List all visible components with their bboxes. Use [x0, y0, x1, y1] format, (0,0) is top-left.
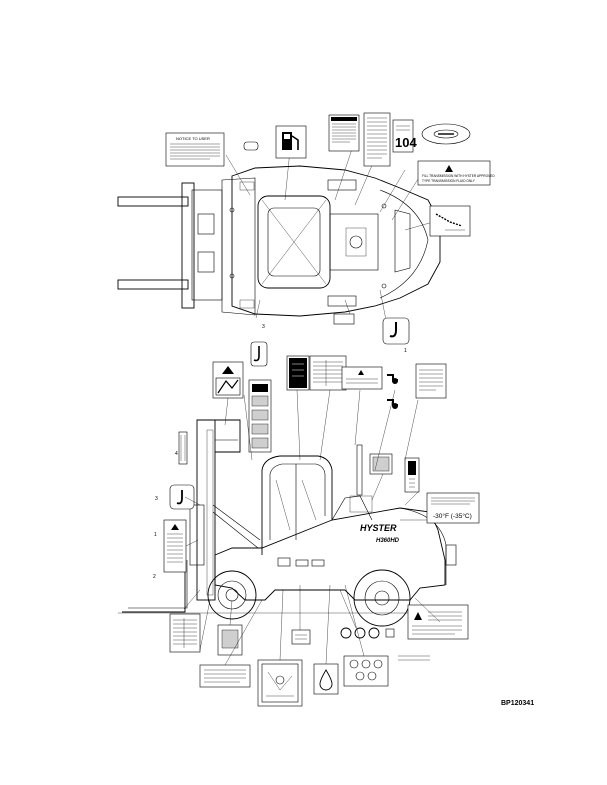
decal-cold-start: -30°F (-35°C): [426, 492, 480, 524]
top-carriage: [181, 182, 195, 309]
decal-hook-medallion: [250, 341, 268, 367]
decal-fuel-pump: [275, 125, 307, 159]
notice-to-user-title: NOTICE TO USER: [176, 136, 210, 141]
decal-service-manual: [415, 363, 447, 399]
top-view-forklift: [117, 134, 441, 331]
svg-text:4: 4: [175, 451, 178, 457]
decal-warning-tire: [341, 366, 383, 390]
decal-warning-hands: [199, 664, 251, 688]
decal-data-plate: [309, 355, 347, 391]
decal-tall-warnings: [248, 379, 272, 453]
svg-text:3: 3: [155, 496, 158, 502]
cold-start-temperature: -30°F (-35°C): [433, 512, 472, 520]
decal-lift-hook-pair: [387, 374, 398, 409]
decal-capacity-104: 104: [392, 119, 417, 153]
decal-mast-warning-left: [163, 519, 187, 573]
side-brand-name: HYSTER: [360, 523, 397, 533]
decal-notice-to-user: NOTICE TO USER: [165, 132, 225, 167]
decal-small-oval-top: [243, 141, 259, 151]
side-view-forklift: HYSTER H360HD: [118, 419, 460, 627]
decal-load-chart-left: [169, 613, 201, 653]
decal-operator-guide: [257, 659, 303, 707]
decal-small-label-mid: [291, 629, 311, 645]
fill-transmission-line2: TYPE TRANSMISSION FLUID ONLY: [422, 179, 476, 183]
decal-fill-transmission: FILL TRANSMISSION WITH HYSTER APPROVED T…: [417, 160, 495, 186]
decal-icons-row: [343, 655, 389, 687]
decal-lift-hook-top: [382, 317, 410, 345]
decal-operator-icon-left: [217, 624, 243, 656]
decal-crush-warning: [212, 361, 244, 399]
fill-transmission-line1: FILL TRANSMISSION WITH HYSTER APPROVED: [422, 174, 495, 178]
side-fork: [122, 560, 186, 613]
decal-rear-small-notes: [398, 655, 430, 661]
decal-black-instruction: [286, 355, 310, 391]
decal-small-rect-bottom: [333, 313, 355, 325]
side-cab: [261, 455, 333, 555]
side-rear-wheel: [353, 569, 411, 627]
side-mast: [196, 419, 216, 601]
side-front-wheel: [207, 570, 257, 620]
svg-text:1: 1: [404, 348, 407, 354]
top-body-outline: [231, 165, 441, 317]
side-model-badge: H360HD: [376, 538, 400, 544]
decal-warning-rear: [407, 604, 469, 640]
decal-lift-point-left: [169, 484, 195, 510]
svg-text:1: 1: [154, 532, 157, 538]
decal-instructions-top: [328, 114, 360, 152]
drawing-id: BP120341: [501, 700, 534, 707]
decal-text-column: [363, 112, 391, 167]
svg-text:3: 3: [262, 324, 265, 330]
decal-gauge-row: [340, 627, 395, 639]
decal-tall-black-strip: [404, 457, 420, 493]
top-fork-upper: [117, 196, 189, 207]
svg-text:2: 2: [153, 574, 156, 580]
decal-tie-down-chain: [429, 205, 471, 237]
capacity-number: 104: [395, 135, 417, 150]
top-fork-lower: [117, 279, 189, 290]
decal-engine-icons: [369, 453, 393, 475]
decal-oval-badge: [421, 123, 471, 145]
decal-oil-drop: [313, 663, 339, 695]
